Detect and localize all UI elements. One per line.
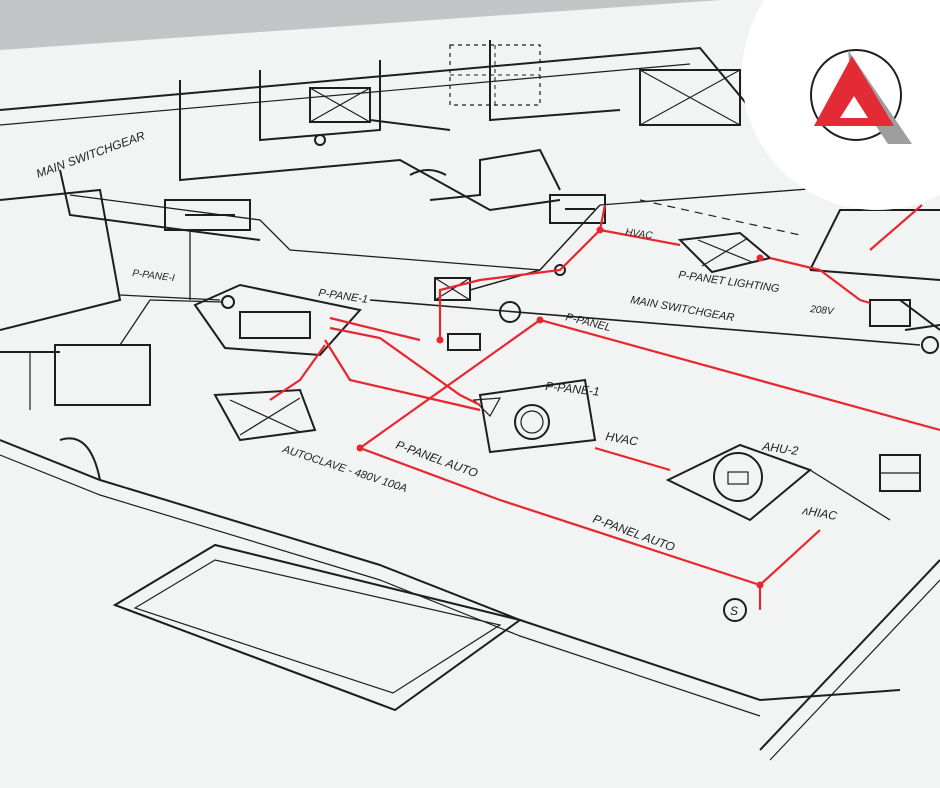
room-top-right: [489, 40, 621, 122]
right-breaker-box: [869, 299, 911, 327]
red-lighting-to-panet: [599, 228, 681, 247]
red-right-stub: [859, 298, 871, 305]
stair-block: [429, 148, 561, 201]
p-pane-i-feeder: [119, 294, 221, 301]
red-node-4: [756, 581, 764, 589]
ahu-2-right-feeder: [809, 469, 891, 521]
red-hvac-link: [594, 446, 671, 472]
top-node-circle: [314, 134, 326, 146]
p-pane-1-center-meter-inner: [520, 410, 544, 434]
logo-ring: [810, 49, 902, 141]
p-pane-1-left-body: [193, 283, 362, 357]
triangle-a-logo-icon: [810, 49, 912, 144]
label-hvac-center: HVAC: [604, 429, 639, 449]
p-pane-1-center-body: [478, 378, 597, 454]
red-feeder-lighting: [438, 204, 607, 340]
feeder-to-lighting: [469, 204, 601, 291]
outer-wall-right-inner: [769, 579, 940, 761]
room-right-top: [809, 209, 940, 271]
red-p-panel-auto: [359, 446, 821, 587]
ahu-2-fan-circle: [713, 452, 763, 502]
p-pane-1-left-breakers: [239, 311, 311, 339]
s-marker-circle: [723, 598, 747, 622]
red-node-6: [756, 254, 764, 262]
p-panet-x2: [701, 237, 749, 267]
p-pane-1-center-tag: [472, 397, 502, 417]
label-s-marker: S: [730, 604, 738, 618]
top-switch-box: [309, 87, 371, 123]
table-surface: [0, 0, 720, 50]
red-node-3: [356, 444, 364, 452]
room-top-left: [179, 80, 561, 212]
top-feeder: [369, 119, 451, 131]
outer-wall-right: [759, 559, 940, 751]
door-swing-left: [59, 437, 101, 481]
label-voltage-right: 208V: [809, 304, 836, 318]
p-pane-1-center-meter: [514, 404, 550, 440]
hatch-room: [639, 69, 741, 126]
logo-grey-stroke: [848, 50, 912, 144]
right-node-circle: [921, 336, 939, 354]
ahu-2-motor: [727, 471, 749, 485]
left-panel-box: [54, 344, 151, 406]
red-right-room-arrow: [869, 204, 923, 251]
p-pane-1-left-to-box: [119, 299, 151, 346]
mid-receptacle: [447, 333, 481, 351]
red-panet-to-right: [769, 256, 861, 301]
outer-wall-top-inner: [0, 63, 691, 126]
autoclave-x2: [239, 397, 301, 436]
red-panel-to-receptacle: [329, 316, 421, 342]
outer-wall-bottom: [0, 439, 901, 702]
red-node-1: [436, 336, 444, 344]
top-switch-x2: [309, 87, 371, 123]
autoclave-disconnect: [213, 388, 317, 442]
red-node-5: [536, 316, 544, 324]
outer-wall-bottom-inner: [0, 454, 761, 717]
right-feeder: [904, 324, 940, 331]
label-p-pane-1-center: P-PANE-1: [545, 379, 601, 399]
label-ahu-2: AHU-2: [761, 439, 800, 458]
p-panet-x1: [697, 239, 753, 263]
logo-red-triangle: [814, 56, 894, 126]
door-swing-top: [409, 169, 447, 176]
main-switchgear-bus: [369, 299, 921, 346]
autoclave-x1: [229, 399, 301, 433]
red-panel-to-center: [329, 326, 481, 406]
logo-cutout: [840, 96, 868, 118]
upper-disconnect: [164, 199, 251, 231]
red-node-2: [596, 226, 604, 234]
bottom-room-inner: [133, 559, 502, 694]
red-panel-to-autoclave: [269, 344, 326, 401]
room-switchgear: [59, 169, 261, 241]
room-left: [0, 188, 122, 331]
label-ahu-hvac: ʌHIAC: [800, 503, 838, 523]
black-linework: [0, 40, 940, 761]
label-hvac-top: HVAC: [625, 227, 654, 242]
room-right-bottom: [809, 269, 940, 281]
label-p-pane-i: P-PANE-I: [132, 268, 176, 284]
bottom-room-outer: [112, 543, 523, 712]
p-pane-1-left-feed: [149, 299, 223, 303]
red-panel-lower: [324, 339, 481, 412]
mid-switch-box: [434, 277, 471, 301]
red-nodes: [356, 226, 764, 589]
hatch-diag-2: [639, 69, 741, 126]
